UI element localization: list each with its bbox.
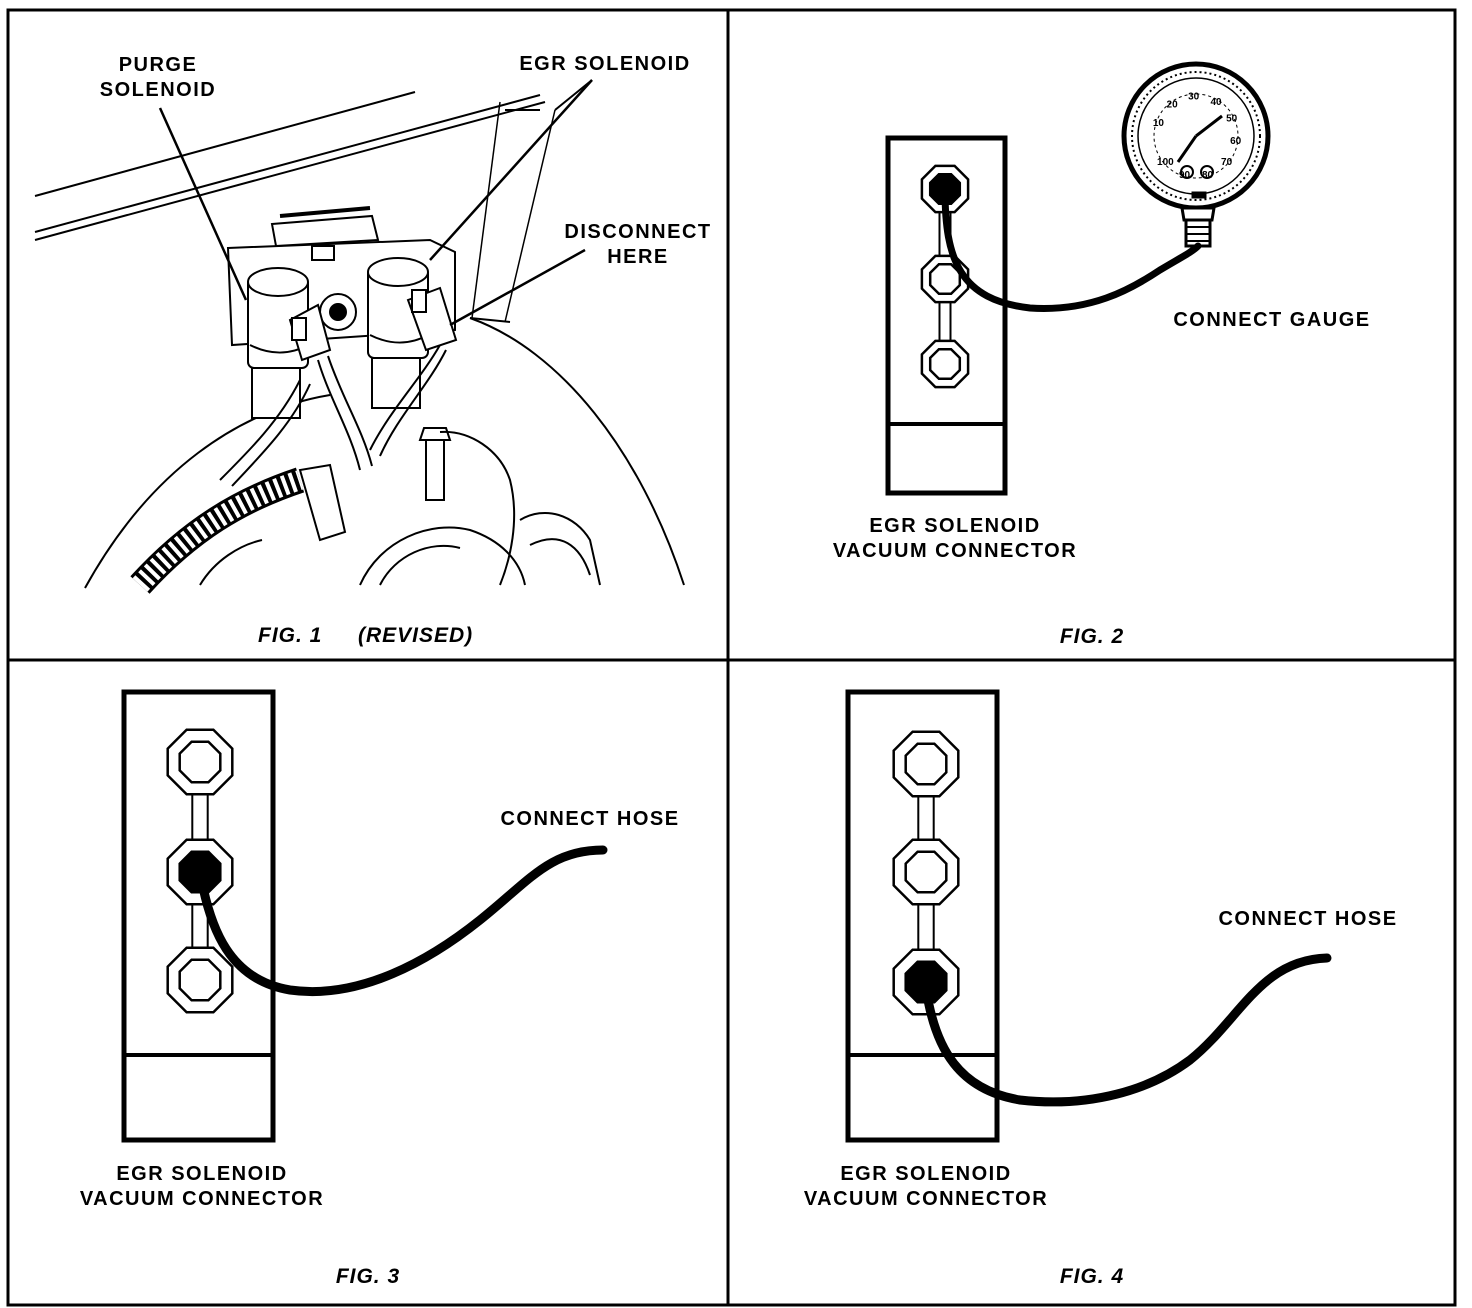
fig4-caption: FIG. 4: [1060, 1265, 1124, 1288]
fig2-caption: FIG. 2: [1060, 625, 1124, 648]
fig3-connector-label-line2: VACUUM CONNECTOR: [80, 1188, 324, 1210]
fig1-caption-note: (REVISED): [358, 624, 473, 647]
fig3-ports: [166, 728, 234, 1014]
fig4-port-link: [917, 903, 935, 951]
fig1-label-disconnect-line2: HERE: [607, 246, 669, 268]
fig3-port-link: [191, 793, 209, 841]
fig1-label-purge-line1: PURGE: [119, 54, 198, 76]
gauge-tick-label: 100: [1157, 157, 1174, 168]
fig1-engine-illustration: [34, 79, 685, 594]
gauge-tick-label: 90: [1179, 170, 1191, 181]
gauge-tick-label: 50: [1226, 114, 1238, 125]
fig4-connector-label-line2: VACUUM CONNECTOR: [804, 1188, 1048, 1210]
fig4-ports: [892, 730, 960, 1016]
gauge-tick-label: 20: [1167, 99, 1179, 110]
fig1-label-purge-line2: SOLENOID: [100, 79, 216, 101]
fig3-caption: FIG. 3: [336, 1265, 400, 1288]
fig3-labels: CONNECT HOSE EGR SOLENOID VACUUM CONNECT…: [80, 808, 679, 1288]
gauge-tick-label: 40: [1210, 97, 1222, 108]
fig1-caption: FIG. 1: [258, 624, 322, 647]
fig2-label-connect-gauge: CONNECT GAUGE: [1173, 309, 1370, 331]
gauge-tick-label: 80: [1202, 170, 1214, 181]
vacuum-gauge-icon: [1121, 61, 1271, 248]
fig2-port-link: [938, 301, 952, 342]
panel-grid: [6, 8, 1457, 1307]
fig1-label-disconnect-line1: DISCONNECT: [564, 221, 711, 243]
gauge-tick-label: 60: [1230, 136, 1242, 147]
fig3-vacuum-hose: [195, 845, 608, 996]
fig1-labels: PURGE SOLENOID EGR SOLENOID DISCONNECT H…: [100, 53, 711, 647]
fig4-connector-label-line1: EGR SOLENOID: [840, 1163, 1011, 1185]
fig4-vacuum-hose: [921, 953, 1332, 1107]
fig3-port-3-open: [178, 958, 222, 1002]
gauge-tick-label: 30: [1188, 92, 1200, 103]
fig3-port-1-open: [178, 740, 222, 784]
fig4-port-1-open: [904, 742, 948, 786]
fig1-label-egr-solenoid: EGR SOLENOID: [519, 53, 690, 75]
gauge-tick-label: 70: [1221, 157, 1233, 168]
gauge-tick-label: 10: [1153, 118, 1165, 129]
fig2-labels: CONNECT GAUGE EGR SOLENOID VACUUM CONNEC…: [833, 309, 1370, 648]
fig2-connector-label-line1: EGR SOLENOID: [869, 515, 1040, 537]
fig2-connector-label-line2: VACUUM CONNECTOR: [833, 540, 1077, 562]
fig4-labels: CONNECT HOSE EGR SOLENOID VACUUM CONNECT…: [804, 908, 1397, 1288]
fig4-label-connect-hose: CONNECT HOSE: [1218, 908, 1397, 930]
fig4-port-2-open: [904, 850, 948, 894]
fig2-gauge-hose: [941, 186, 1202, 312]
fig3-label-connect-hose: CONNECT HOSE: [500, 808, 679, 830]
fig3-connector-label-line1: EGR SOLENOID: [116, 1163, 287, 1185]
fig4-port-link: [917, 795, 935, 841]
fig2-port-3-open: [928, 347, 962, 381]
